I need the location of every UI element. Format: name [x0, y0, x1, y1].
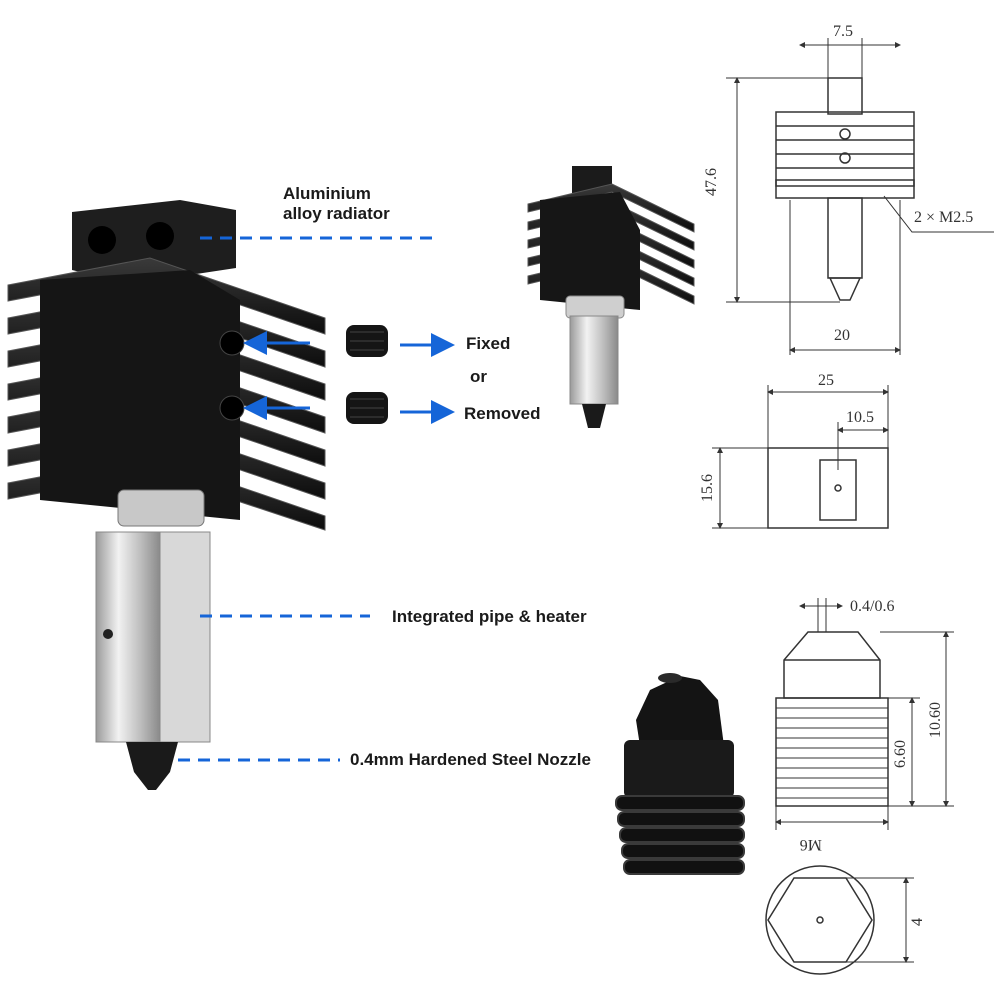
- coupler: [117, 489, 205, 527]
- hotend-assembly: [7, 200, 326, 790]
- dim-top-width: 7.5: [833, 23, 853, 40]
- dim-hex: 4: [909, 918, 926, 926]
- grub-screw-fixed: [346, 325, 388, 357]
- dim-block-offset: 10.5: [846, 409, 874, 426]
- hotend-small: [527, 166, 695, 428]
- pipe-heater-label: Integrated pipe & heater: [392, 607, 587, 626]
- radiator-label-line2: alloy radiator: [283, 204, 390, 223]
- nozzle-dims: [775, 598, 954, 963]
- nozzle-tip: [126, 742, 178, 790]
- heater-block-drawing: [767, 447, 889, 529]
- mount-hole-left: [88, 226, 116, 254]
- dim-screws: 2 × M2.5: [914, 209, 973, 226]
- nozzle-photo: [615, 673, 745, 875]
- dim-base-width: 20: [834, 327, 850, 344]
- heatsink-core: [40, 270, 240, 520]
- nozzle-label: 0.4mm Hardened Steel Nozzle: [350, 750, 591, 769]
- dim-nozzle-length: 10.60: [927, 702, 944, 738]
- radiator-dims: [726, 38, 994, 355]
- screw-hole-upper: [219, 330, 245, 356]
- radiator-label-line1: Aluminium: [283, 184, 371, 203]
- nozzle-drawing: [765, 631, 889, 975]
- heater-block-right: [159, 531, 211, 743]
- grub-screw-removed: [346, 392, 388, 424]
- mount-hole-right: [146, 222, 174, 250]
- leader-lines: [178, 236, 438, 762]
- dim-nozzle-bore: 0.4/0.6: [850, 598, 894, 615]
- heater-port: [103, 629, 113, 639]
- dim-thread: M6: [800, 836, 822, 853]
- dim-thread-length: 6.60: [892, 740, 909, 768]
- radiator-drawing: [775, 77, 915, 301]
- heater-block-dims: [712, 385, 889, 529]
- fixed-label: Fixed: [466, 334, 511, 353]
- dim-height: 47.6: [703, 168, 720, 196]
- dim-block-height: 15.6: [699, 474, 716, 502]
- screw-hole-lower: [219, 395, 245, 421]
- removed-label: Removed: [464, 404, 541, 423]
- or-label: or: [470, 367, 487, 386]
- dim-block-width: 25: [818, 372, 834, 389]
